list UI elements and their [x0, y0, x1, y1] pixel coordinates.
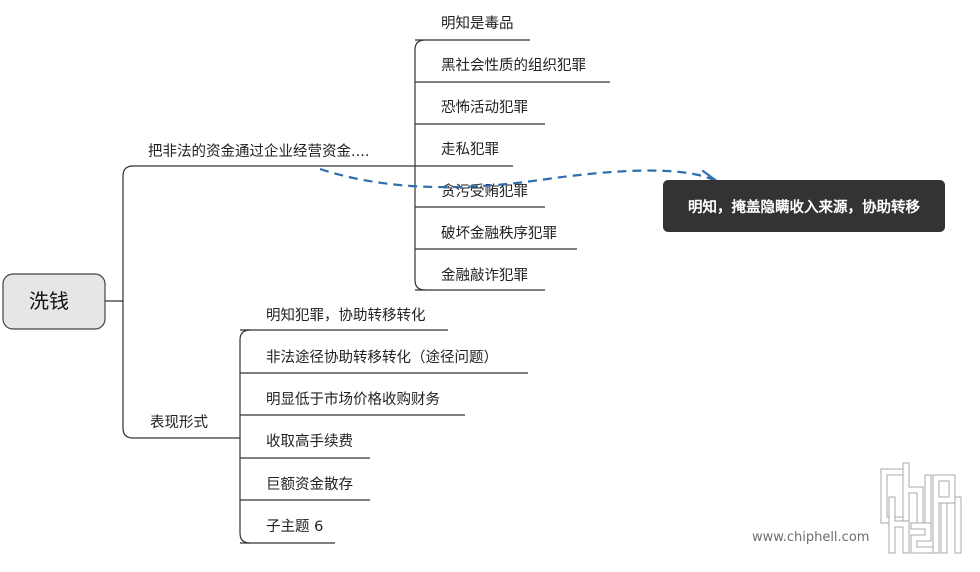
root-node[interactable]: 洗钱 — [2, 273, 106, 330]
callout-node[interactable]: 明知，掩盖隐瞒收入来源，协助转移 — [663, 180, 945, 232]
leaf-label: 明知是毒品 — [441, 15, 514, 32]
leaf-label: 走私犯罪 — [441, 141, 499, 158]
leaf-node[interactable]: 破坏金融秩序犯罪 — [415, 225, 577, 250]
leaf-node[interactable]: 明显低于市场价格收购财务 — [240, 391, 465, 416]
leaf-node[interactable]: 巨额资金散存 — [240, 476, 370, 501]
leaf-label: 金融敲诈犯罪 — [441, 267, 528, 284]
branch-label: 表现形式 — [150, 414, 208, 431]
leaf-node[interactable]: 子主题 6 — [240, 518, 335, 544]
chiphell-logo-icon — [880, 462, 962, 554]
leaf-node[interactable]: 贪污受贿犯罪 — [415, 183, 545, 208]
leaf-label: 非法途径协助转移转化（途径问题） — [266, 349, 498, 366]
leaf-label: 子主题 6 — [266, 518, 323, 535]
root-node-label: 洗钱 — [29, 289, 69, 313]
callout-box — [663, 180, 945, 232]
branch-node-forms[interactable]: 表现形式 — [133, 414, 240, 439]
leaf-node[interactable]: 收取高手续费 — [240, 433, 370, 459]
branch-1-connector — [414, 39, 426, 291]
leaf-label: 破坏金融秩序犯罪 — [441, 225, 557, 242]
leaf-node[interactable]: 明知是毒品 — [415, 15, 530, 41]
leaf-label: 贪污受贿犯罪 — [441, 183, 528, 200]
leaf-node[interactable]: 金融敲诈犯罪 — [415, 267, 545, 291]
root-connector — [105, 165, 134, 439]
leaf-label: 黑社会性质的组织犯罪 — [441, 57, 586, 74]
leaf-node[interactable]: 非法途径协助转移转化（途径问题） — [240, 349, 528, 374]
watermark: www.chiphell.com — [752, 462, 962, 554]
leaf-node[interactable]: 走私犯罪 — [415, 141, 513, 167]
leaf-label: 明知犯罪，协助转移转化 — [266, 307, 426, 324]
watermark-url: www.chiphell.com — [752, 530, 869, 545]
leaf-node[interactable]: 明知犯罪，协助转移转化 — [240, 307, 448, 331]
relationship-arrow-line — [319, 167, 715, 189]
branch-label: 把非法的资金通过企业经营资金.... — [148, 142, 369, 160]
branch-node-definition[interactable]: 把非法的资金通过企业经营资金.... — [133, 142, 415, 167]
branch-2-connector — [239, 329, 251, 544]
leaf-label: 恐怖活动犯罪 — [441, 99, 528, 116]
leaf-node[interactable]: 恐怖活动犯罪 — [415, 99, 545, 125]
callout-label: 明知，掩盖隐瞒收入来源，协助转移 — [688, 198, 920, 216]
leaf-label: 收取高手续费 — [266, 433, 353, 450]
leaf-label: 明显低于市场价格收购财务 — [266, 391, 440, 408]
leaf-label: 巨额资金散存 — [266, 476, 353, 493]
leaf-node[interactable]: 黑社会性质的组织犯罪 — [415, 57, 610, 83]
